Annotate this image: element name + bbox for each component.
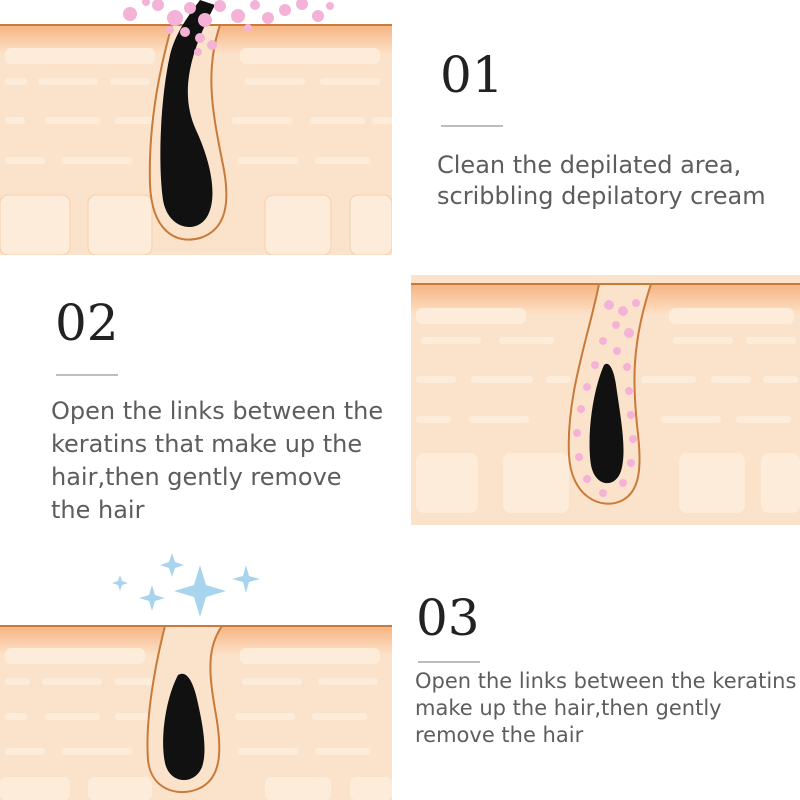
step-2-line-4: the hair [51, 495, 145, 524]
skin-cross-section-3 [0, 545, 392, 800]
step-3-line-3: remove the hair [415, 723, 584, 748]
illustration-step-2 [411, 275, 800, 525]
sparkle-icon [112, 553, 260, 617]
step-divider-3 [418, 661, 480, 663]
cream-bubbles-icon [123, 0, 334, 56]
step-number-3: 03 [416, 589, 480, 647]
step-1-line-2: scribbling depilatory cream [437, 181, 766, 210]
skin-cross-section-2 [411, 275, 800, 525]
skin-cells [0, 48, 392, 255]
illustration-step-3 [0, 545, 392, 800]
step-number-1: 01 [440, 46, 504, 104]
step-divider-2 [56, 374, 118, 376]
step-description-2: Open the links between the keratins that… [51, 395, 383, 527]
skin-cells [0, 648, 392, 800]
step-2-line-2: keratins that make up the [51, 429, 363, 458]
hair-strand [160, 0, 215, 227]
step-description-3: Open the links between the keratins t ma… [415, 668, 800, 749]
step-description-1: Clean the depilated area, scribbling dep… [437, 150, 766, 212]
skin-cross-section-1 [0, 0, 392, 255]
hair-strand [163, 673, 205, 781]
step-divider-1 [441, 125, 503, 127]
cream-bubbles-icon [573, 299, 640, 497]
step-3-line-1: Open the links between the keratins t [415, 669, 800, 693]
hair-strand [589, 363, 624, 484]
step-2-line-3: hair,then gently remove [51, 462, 342, 491]
step-number-2: 02 [55, 294, 119, 352]
skin-cells [416, 308, 800, 513]
illustration-step-1 [0, 0, 392, 255]
step-2-line-1: Open the links between the [51, 397, 384, 425]
step-3-line-2: make up the hair,then gently [415, 696, 722, 721]
step-1-line-1: Clean the depilated area, [437, 151, 742, 179]
skin-cell-outlines [0, 194, 392, 255]
